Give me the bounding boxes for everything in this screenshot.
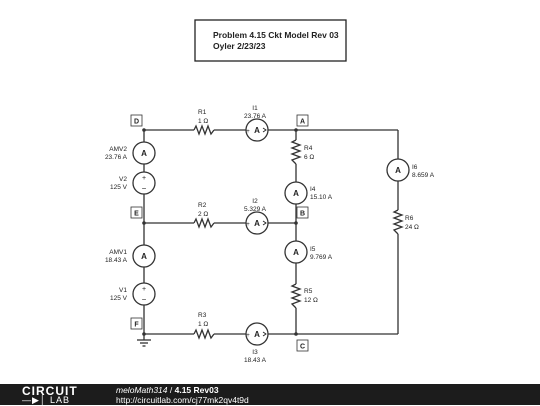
svg-text:A: A bbox=[254, 219, 260, 228]
v2-plus-icon: + bbox=[142, 175, 146, 182]
r4-value: 6 Ω bbox=[304, 154, 314, 161]
i2-value: 5.329 A bbox=[244, 206, 267, 213]
title-line-2: Oyler 2/23/23 bbox=[213, 41, 266, 51]
svg-text:A: A bbox=[300, 119, 305, 126]
footer-bar: CIRCUIT —▶│ LAB meloMath314 / 4.15 Rev03… bbox=[0, 384, 540, 405]
resistor-r1 bbox=[193, 124, 215, 136]
junction-a bbox=[294, 128, 298, 132]
i1-name: I1 bbox=[252, 105, 258, 112]
ammeter-amv2: A bbox=[132, 141, 156, 165]
i5-name: I5 bbox=[310, 246, 316, 253]
ammeter-i3: A + bbox=[245, 322, 269, 346]
ammeter-i6: A bbox=[386, 158, 410, 182]
v2-value: 125 V bbox=[110, 184, 128, 191]
r1-name: R1 bbox=[198, 109, 207, 116]
i6-name: I6 bbox=[412, 164, 418, 171]
amv2-name: AMV2 bbox=[109, 146, 127, 153]
junction-e bbox=[142, 221, 146, 225]
i1-value: 23.76 A bbox=[244, 113, 267, 120]
r5-value: 12 Ω bbox=[304, 297, 318, 304]
resistor-r4 bbox=[290, 139, 302, 165]
i3-name: I3 bbox=[252, 349, 258, 356]
i2-plus-icon: + bbox=[246, 222, 250, 228]
i5-value: 9.769 A bbox=[310, 254, 333, 261]
i1-plus-icon: + bbox=[246, 129, 250, 135]
circuit-url-link[interactable]: http://circuitlab.com/cj77mk2qv4t9d bbox=[116, 395, 249, 405]
node-label-c: C bbox=[296, 339, 309, 352]
resistor-r2 bbox=[193, 217, 215, 229]
circuit-name[interactable]: 4.15 Rev03 bbox=[174, 385, 219, 395]
resistor-r3 bbox=[193, 328, 215, 340]
i4-value: 15.10 A bbox=[310, 194, 333, 201]
ammeter-i4: A bbox=[284, 181, 308, 205]
title-block bbox=[194, 19, 347, 62]
circuit-schematic: Problem 4.15 Ckt Model Rev 03 Oyler 2/23… bbox=[105, 19, 435, 364]
v1-name: V1 bbox=[119, 287, 127, 294]
svg-text:A: A bbox=[293, 189, 299, 198]
resistor-r6 bbox=[392, 209, 404, 235]
node-label-b: B bbox=[296, 206, 309, 219]
junction-d bbox=[142, 128, 146, 132]
junction-c bbox=[294, 332, 298, 336]
i4-name: I4 bbox=[310, 186, 316, 193]
svg-text:B: B bbox=[300, 211, 305, 218]
r4-name: R4 bbox=[304, 145, 313, 152]
svg-text:A: A bbox=[254, 330, 260, 339]
ammeter-i2: A + bbox=[245, 211, 269, 235]
svg-text:A: A bbox=[141, 149, 147, 158]
ammeter-i1: A + bbox=[245, 118, 269, 142]
svg-text:E: E bbox=[134, 211, 139, 218]
svg-text:C: C bbox=[300, 344, 305, 351]
r6-value: 24 Ω bbox=[405, 224, 419, 231]
r2-value: 2 Ω bbox=[198, 211, 208, 218]
i3-arrow-icon bbox=[262, 331, 267, 337]
i6-value: 8.659 A bbox=[412, 172, 435, 179]
ammeter-amv1: A bbox=[132, 244, 156, 268]
circuit-credit: meloMath314 / 4.15 Rev03 bbox=[116, 385, 219, 395]
voltage-source-v2: + − bbox=[132, 171, 156, 195]
v1-minus-icon: − bbox=[142, 295, 147, 304]
resistor-r5 bbox=[290, 283, 302, 309]
credit-separator: / bbox=[167, 385, 175, 395]
ground-icon bbox=[137, 339, 151, 347]
v1-plus-icon: + bbox=[142, 286, 146, 293]
v1-value: 125 V bbox=[110, 295, 128, 302]
voltage-source-v1: + − bbox=[132, 282, 156, 306]
junction-f bbox=[142, 332, 146, 336]
i3-value: 18.43 A bbox=[244, 357, 267, 364]
svg-text:A: A bbox=[141, 252, 147, 261]
node-label-f: F bbox=[130, 317, 143, 330]
v2-minus-icon: − bbox=[142, 184, 147, 193]
r1-value: 1 Ω bbox=[198, 118, 208, 125]
svg-text:D: D bbox=[134, 119, 139, 126]
r6-name: R6 bbox=[405, 215, 414, 222]
author-link[interactable]: meloMath314 bbox=[116, 385, 168, 395]
r3-value: 1 Ω bbox=[198, 321, 208, 328]
i2-arrow-icon bbox=[262, 220, 267, 226]
r2-name: R2 bbox=[198, 202, 207, 209]
ammeter-i5: A bbox=[284, 240, 308, 264]
node-label-d: D bbox=[130, 114, 143, 127]
logo-bottom-text: —▶│ LAB bbox=[22, 395, 71, 405]
svg-text:A: A bbox=[395, 166, 401, 175]
i3-plus-icon: + bbox=[246, 333, 250, 339]
svg-text:A: A bbox=[293, 248, 299, 257]
title-line-1: Problem 4.15 Ckt Model Rev 03 bbox=[213, 30, 339, 40]
r3-name: R3 bbox=[198, 312, 207, 319]
junction-b bbox=[294, 221, 298, 225]
amv1-value: 18.43 A bbox=[105, 257, 128, 264]
amv1-name: AMV1 bbox=[109, 249, 127, 256]
amv2-value: 23.76 A bbox=[105, 154, 128, 161]
logo-top-text: CIRCUIT bbox=[22, 384, 78, 398]
i2-name: I2 bbox=[252, 198, 258, 205]
node-label-e: E bbox=[130, 206, 143, 219]
node-label-a: A bbox=[296, 114, 309, 127]
svg-text:A: A bbox=[254, 126, 260, 135]
svg-text:F: F bbox=[134, 322, 139, 329]
r5-name: R5 bbox=[304, 288, 313, 295]
i1-arrow-icon bbox=[262, 127, 267, 133]
circuitlab-logo[interactable]: CIRCUIT —▶│ LAB bbox=[22, 384, 92, 405]
v2-name: V2 bbox=[119, 176, 127, 183]
